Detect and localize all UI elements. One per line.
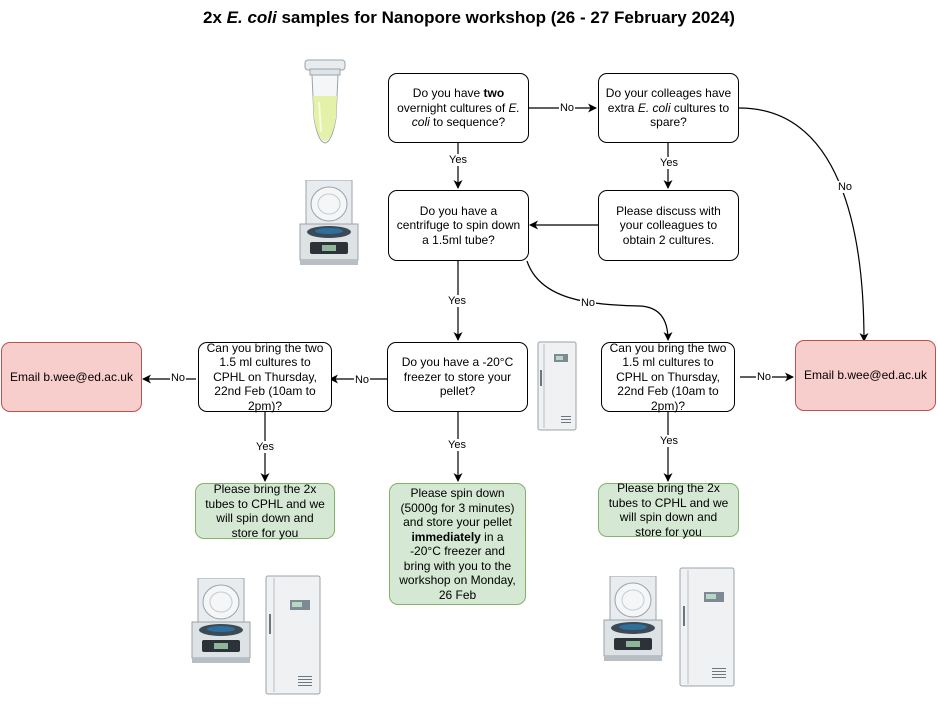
freezer-icon xyxy=(265,575,321,695)
edge-label-no: No xyxy=(836,181,854,193)
node-two-cultures-question: Do you have two overnight cultures of E.… xyxy=(388,73,529,143)
edge-label-yes: Yes xyxy=(255,441,275,453)
centrifuge-icon xyxy=(191,578,251,663)
node-bring-tubes-left: Please bring the 2x tubes to CPHL and we… xyxy=(195,482,335,540)
node-email-left: Email b.wee@ed.ac.uk xyxy=(1,342,142,412)
edge-label-yes: Yes xyxy=(448,154,468,166)
edge-label-yes: Yes xyxy=(659,157,679,169)
node-bring-cultures-question-right: Can you bring the two 1.5 ml cultures to… xyxy=(601,341,735,413)
node-colleagues-question: Do your colleages have extra E. coli cul… xyxy=(598,73,739,143)
node-freezer-question: Do you have a -20°C freezer to store you… xyxy=(387,342,528,412)
freezer-icon xyxy=(537,341,577,431)
edge-label-no: No xyxy=(558,102,576,114)
node-centrifuge-question: Do you have a centrifuge to spin down a … xyxy=(388,190,529,261)
edge-label-no: No xyxy=(353,374,371,386)
edge-centrifuge-to-bring-right xyxy=(526,260,673,341)
node-discuss-colleagues: Please discuss with your colleagues to o… xyxy=(598,190,739,261)
node-bring-tubes-right: Please bring the 2x tubes to CPHL and we… xyxy=(598,481,739,539)
edge-label-yes: Yes xyxy=(659,435,679,447)
edge-label-no: No xyxy=(579,297,597,309)
node-bring-cultures-question-left: Can you bring the two 1.5 ml cultures to… xyxy=(198,341,332,413)
edge-label-yes: Yes xyxy=(447,439,467,451)
centrifuge-icon xyxy=(603,576,663,661)
edge-label-no: No xyxy=(169,372,187,384)
node-spin-down-store: Please spin down (5000g for 3 minutes) a… xyxy=(389,483,526,605)
diagram-title: 2x E. coli samples for Nanopore workshop… xyxy=(203,8,735,27)
tube-icon xyxy=(304,59,346,144)
edge-colleagues-to-email xyxy=(738,107,869,342)
freezer-icon xyxy=(679,567,735,687)
centrifuge-icon xyxy=(299,180,359,265)
node-email-right: Email b.wee@ed.ac.uk xyxy=(795,340,936,411)
edge-label-no: No xyxy=(755,371,773,383)
edge-label-yes: Yes xyxy=(447,295,467,307)
